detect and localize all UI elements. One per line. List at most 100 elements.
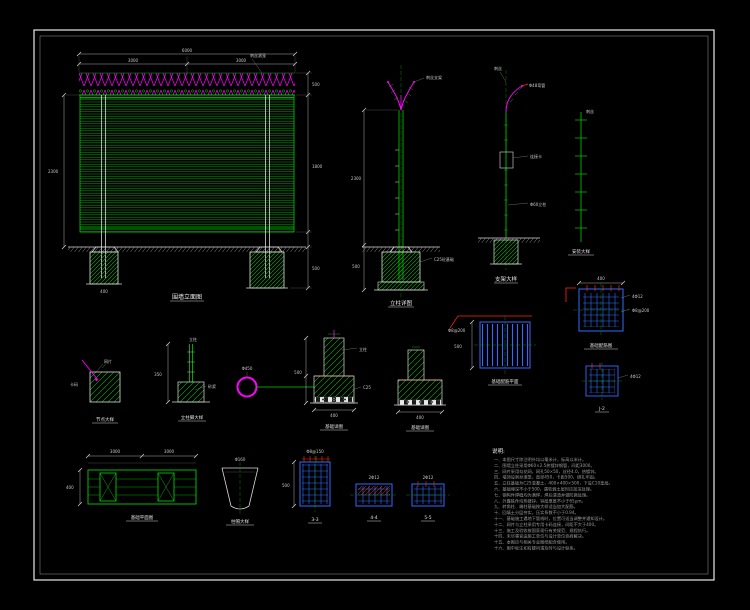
note-line: 五、立柱基础为C25混凝土，400×400×500，下设C10垫层。: [494, 480, 613, 487]
fence-title: 围墙立面图: [172, 293, 202, 301]
note-line: 六、基础埋深不小于500，遇软弱土层时应加深处理。: [494, 486, 594, 493]
rebarplan-title: 基础配筋平面: [492, 378, 519, 385]
leader-pole: Φ60立柱: [530, 201, 546, 207]
cap-dim: Φ160: [235, 457, 246, 462]
found1-title: 基础详图: [325, 423, 343, 430]
dim-post-e: 500: [352, 264, 360, 269]
sec5-title: 5-5: [424, 515, 431, 521]
dim-h2: 1800: [312, 164, 323, 169]
post-detail: 刺丝支架 2300 500 C25砼基础 立柱详图: [351, 65, 454, 308]
dim-left: 2300: [48, 169, 59, 174]
plan-dim1: 3000: [110, 449, 121, 454]
ground-hatch: [68, 247, 306, 252]
postbase-top: 立柱: [189, 336, 197, 342]
note-line: 七、钢构件焊缝均为满焊，焊后清渣并做防腐处理。: [494, 491, 590, 498]
found2-title: 基础详图: [411, 424, 429, 431]
barbed-wire-band: [79, 73, 295, 95]
rebar-plan-1: 400 4Φ12 Φ8@200 基础配筋图: [565, 276, 650, 350]
footing-left: [86, 246, 122, 285]
sec5-top: 2Φ12: [423, 475, 434, 480]
sec3-top: Φ8@150: [306, 449, 324, 454]
postbase-leader: 砂浆: [208, 383, 216, 389]
rebar1-bar1: 4Φ12: [632, 294, 643, 299]
note-line: 八、外露铁件均热镀锌，锌层厚度不小于65μm。: [494, 497, 586, 504]
note-line: 十六、图中标注如有疑问请及时与设计联系。: [494, 545, 578, 552]
plan-post-2: [157, 472, 175, 502]
note-line: 二、围墙立柱采用Φ60×2.5热镀锌钢管，间距3000。: [494, 462, 595, 469]
post-base-detail: 立柱 350 砂浆 立柱脚大样: [154, 336, 216, 422]
node-leader2: 卡码: [70, 381, 78, 387]
note-line: 三、网片采用勾花网，网孔50×50，丝径4.0，热镀锌。: [494, 468, 599, 475]
leader-arm: 刺丝支架: [426, 74, 442, 80]
section-5-5: 2Φ12 5-5: [406, 475, 450, 522]
note-line: 十二、网片与立柱采用专用卡码连接，间距不大于400。: [494, 521, 598, 528]
ring-dim: Φ450: [242, 366, 253, 371]
rebar2-title: J-2: [598, 406, 605, 412]
fence-plan: 3000 3000 400 基础平面图: [66, 449, 199, 522]
note-line: 十五、本图应与相关专业图纸配合使用。: [494, 539, 569, 546]
dim-h1: 500: [312, 82, 320, 87]
arm-detail: 刺丝 Φ48弯管 连接卡 Φ60立柱 支架大样: [478, 65, 546, 284]
found1-leader1: 立柱: [359, 346, 367, 352]
coil-ring-section: Φ450: [236, 366, 314, 398]
plan-dim2: 3000: [164, 449, 175, 454]
dim-total: 6000: [182, 48, 193, 53]
sec3-dim: 500: [282, 483, 290, 488]
dim-span2: 3000: [236, 58, 247, 63]
leader-arm-tip: Φ48弯管: [529, 82, 545, 88]
wire-install-detail: 刺丝 安装大样: [568, 108, 594, 256]
cap-detail: Φ160 柱帽大样: [221, 457, 259, 526]
rebar1-title: 基础配筋图: [590, 342, 613, 349]
leader-barbed-coil: 刺丝滚笼: [250, 52, 266, 58]
note-line: 一、本图尺寸除注明外均以毫米计，标高以米计。: [494, 456, 586, 463]
plan-post-1: [99, 472, 117, 502]
clamp-detail: [499, 151, 514, 169]
found1-dim-w: 400: [330, 413, 338, 418]
postbase-title: 立柱脚大样: [181, 414, 204, 421]
dim-footing: 400: [100, 289, 108, 294]
note-line: 九、转角柱、端柱基础按大样适当加大配筋。: [494, 503, 578, 510]
note-line: 四、墙顶设刺丝滚笼，直径450，卡距500，绑扎牢固。: [494, 474, 598, 481]
leader-clamp: 连接卡: [530, 153, 542, 159]
foundation-rebar-plan: Φ8@200 500 基础配筋平面: [448, 315, 536, 386]
note-line: 十四、未尽事宜由施工单位与设计单位协商解决。: [494, 533, 586, 540]
found1-dim-h: 500: [294, 370, 302, 375]
rebar-plan-2: 4Φ12 J-2: [582, 362, 641, 413]
foundation-section-2: 400 基础详图: [394, 346, 446, 432]
note-line: 十一、基础施工遇地下管线时，位置可适当调整并通知设计。: [494, 515, 607, 522]
rebarplan-bar: Φ8@200: [448, 328, 466, 333]
mesh-panel: [79, 94, 295, 233]
rebarplan-dim: 500: [454, 344, 462, 349]
found1-leader2: C25: [363, 385, 371, 390]
leader-barb-top: 刺丝: [494, 65, 502, 71]
notes-lines: 一、本图尺寸除注明外均以毫米计，标高以米计。二、围墙立柱采用Φ60×2.5热镀锌…: [494, 456, 613, 552]
rebar1-bar2: Φ8@200: [632, 308, 650, 313]
dim-span1: 3000: [128, 58, 139, 63]
arm-title: 支架大样: [495, 275, 518, 283]
plan-dim-left: 400: [66, 485, 74, 490]
plan-title: 基础平面图: [131, 514, 154, 521]
post-footing: [381, 251, 421, 283]
node-detail: 网片 卡码 节点大样: [70, 358, 121, 424]
dim-post-h: 2300: [351, 176, 362, 181]
sec3-title: 3-3: [311, 517, 318, 523]
node-leader1: 网片: [104, 358, 112, 364]
postbase-dim: 350: [154, 372, 162, 377]
rebar2-bar: 4Φ12: [630, 374, 641, 379]
footing-right: [246, 246, 288, 289]
sec4-top: 2Φ12: [369, 475, 380, 480]
note-line: 十三、施工及验收按国家现行有关规范、规程执行。: [494, 527, 590, 534]
sheet-frame: [33, 29, 715, 581]
post-title: 立柱详图: [390, 299, 413, 307]
found2-dim-w: 400: [416, 415, 424, 420]
ladder-title: 安装大样: [572, 248, 590, 255]
note-line: 十、回填土分层夯实，压实系数不小于0.94。: [494, 509, 579, 516]
notes-title: 说明:: [492, 447, 505, 455]
section-4-4: 2Φ12 4-4: [350, 475, 398, 522]
node-title: 节点大样: [96, 416, 114, 423]
cap-title: 柱帽大样: [231, 518, 249, 525]
sec4-title: 4-4: [370, 515, 377, 521]
notes-block: 说明: 一、本图尺寸除注明外均以毫米计，标高以米计。二、围墙立柱采用Φ60×2.…: [492, 447, 613, 552]
